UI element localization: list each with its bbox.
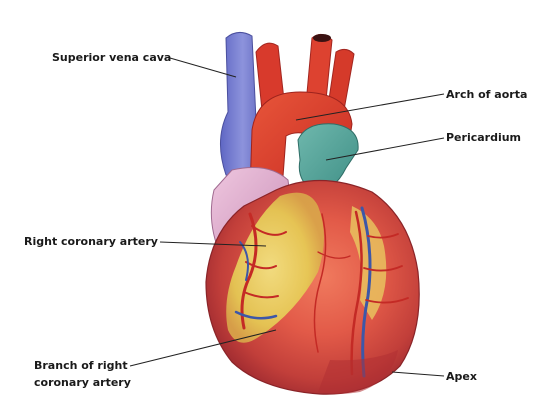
label-branch-of-right-line2: coronary artery	[34, 376, 131, 389]
leader-apex	[392, 372, 444, 376]
label-right-coronary-artery: Right coronary artery	[24, 235, 158, 248]
leader-superior-vena-cava	[170, 58, 236, 77]
label-apex: Apex	[446, 370, 477, 383]
label-branch-of-right-line1: Branch of right	[34, 359, 128, 372]
label-pericardium: Pericardium	[446, 131, 521, 144]
carotid-opening	[313, 34, 331, 42]
label-arch-of-aorta: Arch of aorta	[446, 88, 527, 101]
label-superior-vena-cava: Superior vena cava	[52, 51, 171, 64]
